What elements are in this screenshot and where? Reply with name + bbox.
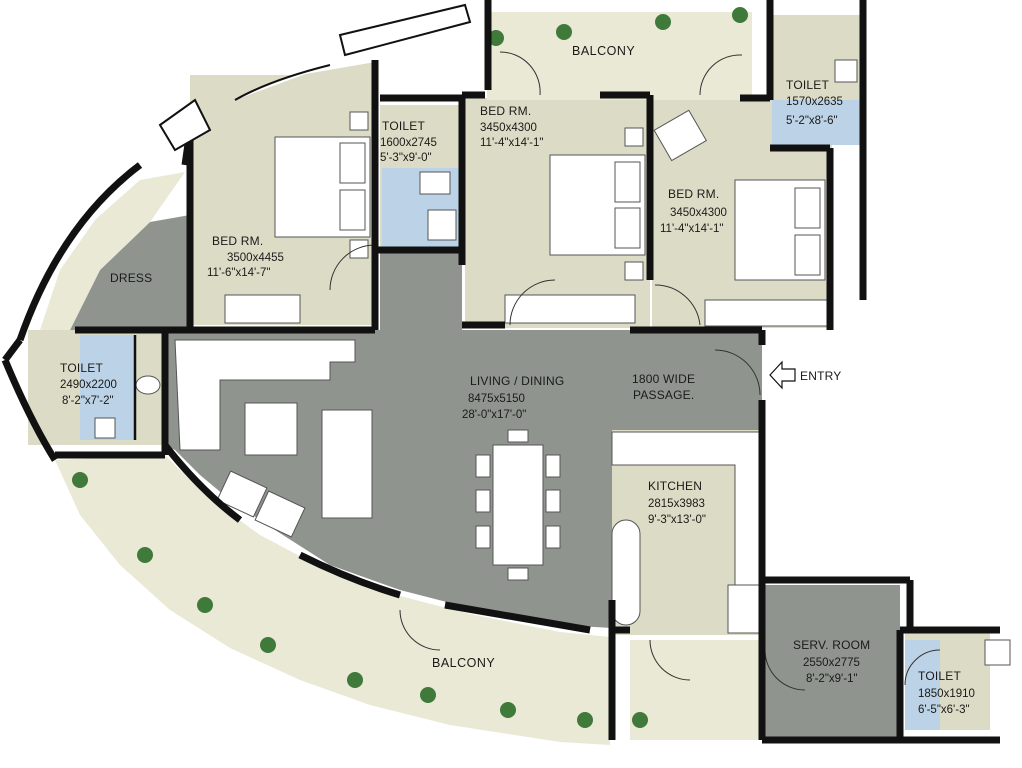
walls [1, 0, 1000, 744]
toilet-4-metric: 1850x1910 [918, 688, 975, 700]
living-sofa [174, 339, 356, 451]
serv-room-imperial: 8'-2"x9'-1" [806, 673, 858, 685]
plant-icon [632, 712, 648, 728]
plant-icon [577, 712, 593, 728]
balcony-top-floor [487, 12, 752, 100]
window-frames [158, 3, 472, 152]
bed-1-nightstand-2 [349, 239, 369, 259]
bed-1-label: BED RM. [212, 234, 263, 248]
plant-icon [488, 30, 504, 46]
kitchen-imperial: 9'-3"x13'-0" [648, 514, 706, 526]
bed-2-label: BED RM. [480, 104, 531, 118]
toilet-3-imperial: 8'-2"x7'-2" [62, 395, 114, 407]
toilet-1-imperial: 5'-3"x9'-0" [380, 152, 432, 164]
plant-icon [556, 24, 572, 40]
balcony-bottom-right-floor [630, 640, 760, 740]
plant-icon [500, 702, 516, 718]
bed-1-sofa [224, 294, 301, 324]
plant-icon [260, 637, 276, 653]
balcony-top-label: BALCONY [572, 44, 635, 58]
dress-label: DRESS [110, 271, 152, 285]
outer-strip-floor [40, 172, 185, 330]
toilet-3-metric: 2490x2200 [60, 379, 117, 391]
plants [72, 7, 748, 728]
dining-table [492, 444, 544, 566]
bed-2-pillow [614, 161, 641, 203]
bed-3-pillow [794, 187, 821, 229]
plant-icon [420, 687, 436, 703]
plant-icon [347, 672, 363, 688]
plant-icon [137, 547, 153, 563]
passage-floor [612, 330, 762, 430]
kitchen-sink [727, 584, 761, 634]
door-swings [329, 51, 941, 691]
bed-3-imperial: 11'-4"x14'-1" [660, 223, 724, 235]
bed-1-pillow [339, 142, 366, 184]
toilet-2-imperial: 5'-2"x8'-6" [786, 115, 838, 127]
toilet-2-label: TOILET [786, 78, 829, 92]
toilet-4-tiles [905, 640, 940, 730]
bed-2-metric: 3450x4300 [480, 122, 537, 134]
dress-floor [70, 215, 190, 330]
toilet-4-basin [984, 639, 1011, 666]
toilet-2-metric: 1570x2635 [786, 96, 843, 108]
bed-3-label: BED RM. [668, 187, 719, 201]
bed-1-imperial: 11'-6"x14'-7" [207, 267, 271, 279]
furniture [94, 59, 1011, 666]
bed-3-pillow-2 [794, 234, 821, 276]
wardrobes [504, 294, 831, 327]
toilet-1-metric: 1600x2745 [380, 137, 437, 149]
armchair-2 [254, 490, 306, 538]
plant-icon [197, 597, 213, 613]
kitchen-metric: 2815x3983 [648, 498, 705, 510]
dining-chairs [475, 429, 561, 581]
kitchen-label: KITCHEN [648, 479, 702, 493]
bed-2-nightstand [624, 127, 644, 147]
serv-room-metric: 2550x2775 [803, 657, 860, 669]
serv-room-label: SERV. ROOM [793, 638, 870, 652]
coffee-table [244, 402, 298, 456]
balcony-bottom-label: BALCONY [432, 656, 495, 670]
living-sofa-2 [321, 409, 373, 519]
living-label: LIVING / DINING [470, 374, 564, 388]
toilet-2-basin [834, 59, 858, 83]
toilet-4-label: TOILET [918, 669, 961, 683]
passage-line-2: PASSAGE. [633, 388, 694, 402]
living-metric: 8475x5150 [468, 393, 525, 405]
toilet-3-wc [94, 417, 116, 439]
balcony-bottom-floor [55, 455, 610, 745]
armchair-1 [216, 470, 268, 518]
toilet-4-imperial: 6'-5"x6'-3" [918, 704, 970, 716]
bed-2-chair [653, 109, 708, 162]
bed-1-pillow-2 [339, 189, 366, 231]
labels: BALCONY BED RM. 3500x4455 11'-6"x14'-7" … [60, 44, 975, 716]
plant-icon [655, 14, 671, 30]
toilet-1-basin [419, 171, 451, 195]
plant-icon [732, 7, 748, 23]
passage-line-1: 1800 WIDE [632, 372, 695, 386]
living-imperial: 28'-0"x17'-0" [462, 409, 526, 421]
entry-label: ENTRY [800, 369, 841, 383]
bed-1-metric: 3500x4455 [227, 252, 284, 264]
bed-2-pillow-2 [614, 207, 641, 249]
toilet-2-tiles [772, 100, 862, 145]
plant-icon [72, 472, 88, 488]
toilet-1-label: TOILET [382, 119, 425, 133]
toilet-1-wc [427, 209, 457, 241]
bed-2-nightstand-2 [624, 261, 644, 281]
bed-1-curve-floor [190, 62, 375, 130]
toilet-3-basin [135, 375, 161, 395]
entry-arrow-icon [769, 360, 796, 390]
bed-3-metric: 3450x4300 [670, 207, 727, 219]
toilet-3-label: TOILET [60, 361, 103, 375]
bed-1-nightstand [349, 111, 369, 131]
kitchen-island [611, 519, 641, 626]
serv-room-floor [765, 585, 900, 740]
bed-2-imperial: 11'-4"x14'-1" [480, 137, 544, 149]
